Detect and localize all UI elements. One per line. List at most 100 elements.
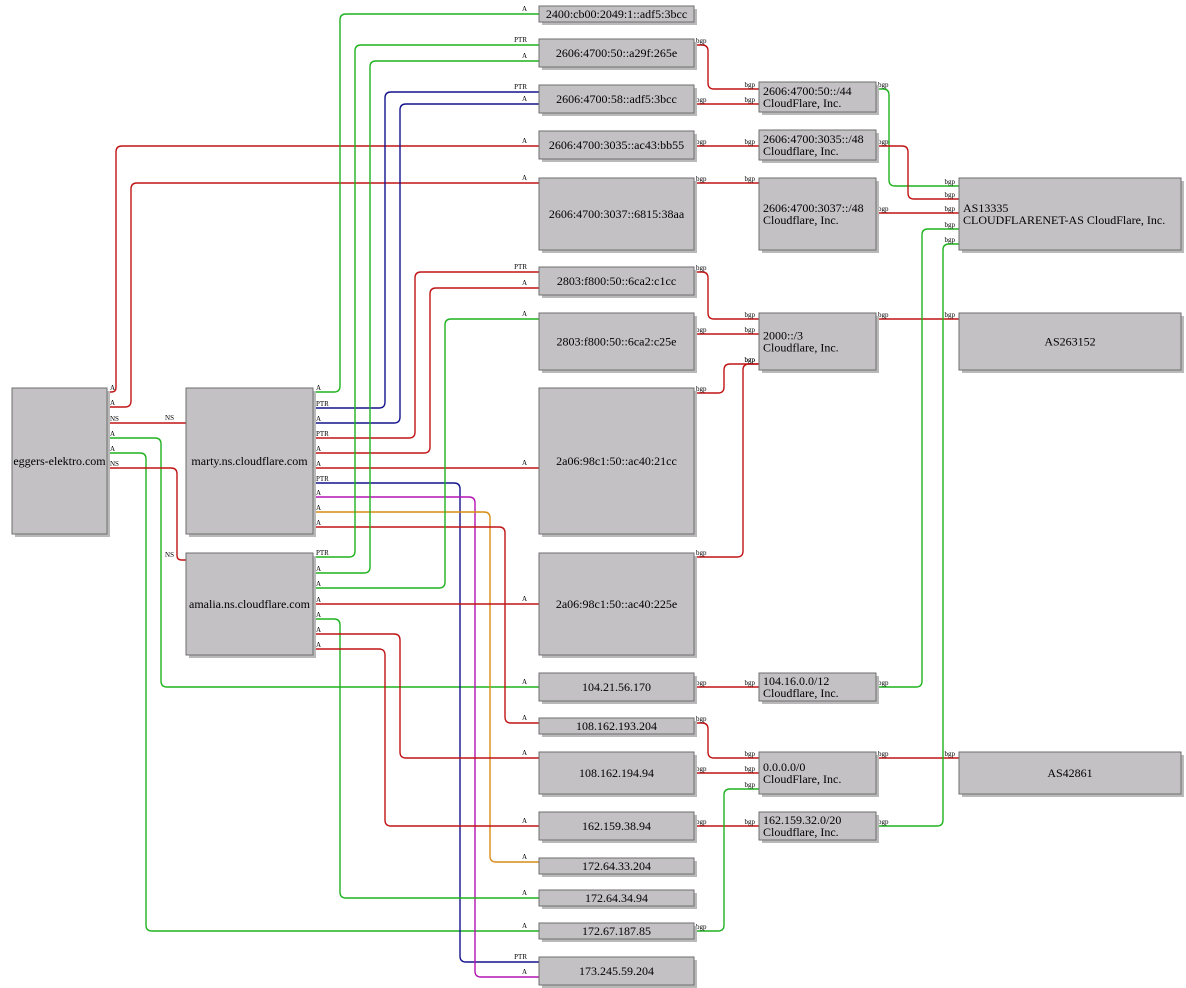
edge-marty-to-2606-58-ptr: [313, 91, 539, 409]
node-ip_2803_c25e: 2803:f800:50::6ca2:c25e: [538, 312, 697, 373]
node-box: [538, 5, 695, 23]
node-box: [538, 672, 695, 702]
edge-amalia-to-2606-a29f-ptr: [313, 44, 539, 558]
node-ip_2606_a29f: 2606:4700:50::a29f:265e: [538, 38, 697, 70]
node-ip_104_21: 104.21.56.170: [538, 672, 697, 704]
node-box: [958, 312, 1182, 371]
node-box: [958, 177, 1182, 251]
node-label: 108.162.194.94: [579, 766, 654, 780]
edge-label-104-21-to-pfx-start: bgp: [696, 679, 707, 687]
node-box: [11, 387, 108, 535]
node-label: Cloudflare, Inc.: [763, 144, 839, 158]
edge-label-amalia-to-2606-a29f-a-start: A: [316, 565, 321, 573]
node-label: AS263152: [1044, 335, 1095, 349]
edge-label-eggers-to-104-21-end: A: [522, 678, 527, 686]
node-box: [958, 751, 1182, 795]
edge-label-2803-c25e-to-pfx-start: bgp: [696, 326, 707, 334]
edge-label-2606-a29f-to-pfx-end: bgp: [745, 81, 756, 89]
edge-label-marty-to-2400-start: A: [316, 384, 321, 392]
node-ip_172_64_34: 172.64.34.94: [538, 889, 697, 909]
node-ip_2a06_225e: 2a06:98c1:50::ac40:225e: [538, 552, 697, 658]
edge-label-172-67-to-pfx-start: bgp: [696, 923, 707, 931]
node-label: CloudFlare, Inc.: [763, 772, 841, 786]
edge-label-marty-to-172-64-33-start: A: [316, 504, 321, 512]
edge-label-marty-to-108-193-end: A: [522, 714, 527, 722]
edge-amalia-to-108-194: [313, 633, 539, 759]
node-ip_108_193: 108.162.193.204: [538, 717, 697, 737]
edge-label-amalia-to-172-64-34-end: A: [522, 889, 527, 897]
node-as42861: AS42861: [958, 751, 1184, 797]
edge-marty-to-172-64-33: [313, 511, 539, 863]
edge-marty-to-173-a: [313, 496, 539, 978]
edge-label-amalia-to-108-194-end: A: [522, 749, 527, 757]
edge-label-eggers-to-2606-3037-start: A: [110, 399, 115, 407]
edge-label-eggers-to-104-21-start: A: [110, 430, 115, 438]
node-box: [758, 312, 877, 371]
edge-2606-a29f-to-pfx: [694, 44, 759, 90]
node-box: [538, 857, 695, 875]
node-box: [538, 811, 695, 841]
edge-label-eggers-to-marty-start: NS: [110, 415, 119, 423]
edge-2803-c1cc-to-pfx: [694, 271, 759, 320]
edge-marty-to-2803-c1cc-ptr: [313, 271, 539, 439]
node-box: [185, 552, 314, 656]
node-label: eggers-elektro.com: [13, 454, 106, 468]
edge-label-162-38-to-pfx-start: bgp: [696, 818, 707, 826]
node-layer: eggers-elektro.com marty.ns.cloudflare.co…: [11, 5, 1184, 988]
edge-label-amalia-to-162-38-end: A: [522, 817, 527, 825]
node-ip_162_38: 162.159.38.94: [538, 811, 697, 843]
edge-label-2a06-225e-to-pfx-start: bgp: [696, 549, 707, 557]
edge-label-amalia-to-2606-a29f-ptr-end: PTR: [514, 36, 527, 44]
edge-label-amalia-to-2606-a29f-a-end: A: [522, 52, 527, 60]
node-ip_173: 173.245.59.204: [538, 956, 697, 988]
node-as263152: AS263152: [958, 312, 1184, 373]
node-box: [758, 81, 877, 113]
edge-label-pfx-2000-to-as-start: bgp: [878, 311, 889, 319]
edge-amalia-to-2803-c25e: [313, 318, 539, 589]
edge-amalia-to-2606-a29f-a: [313, 60, 539, 574]
node-box: [538, 922, 695, 940]
node-label: 162.159.32.0/20: [763, 813, 841, 827]
edge-label-pfx-0000-to-as-start: bgp: [878, 750, 889, 758]
edge-label-eggers-to-amalia-end: NS: [165, 551, 174, 559]
node-marty: marty.ns.cloudflare.com: [185, 387, 316, 537]
edge-label-2803-c25e-to-pfx-end: bgp: [745, 326, 756, 334]
node-box: [538, 177, 695, 251]
edge-label-marty-to-173-a-start: A: [316, 489, 321, 497]
edge-label-eggers-to-2606-3035-start: A: [110, 384, 115, 392]
node-label: 2606:4700:3035::ac43:bb55: [549, 138, 684, 152]
node-label: marty.ns.cloudflare.com: [191, 454, 308, 468]
node-label: Cloudflare, Inc.: [763, 213, 839, 227]
edge-label-2a06-21cc-to-pfx-end: bgp: [745, 356, 756, 364]
edge-label-eggers-to-172-67-start: A: [110, 445, 115, 453]
edge-label-2803-c1cc-to-pfx-end: bgp: [745, 311, 756, 319]
edge-label-marty-to-172-64-33-end: A: [522, 853, 527, 861]
node-label: 173.245.59.204: [579, 964, 654, 978]
edge-label-2a06-225e-to-pfx-end: bgp: [745, 356, 756, 364]
edge-label-marty-to-2606-58-a-start: A: [316, 415, 321, 423]
edge-label-eggers-to-2606-3037-end: A: [522, 174, 527, 182]
node-label: 2803:f800:50::6ca2:c1cc: [557, 274, 676, 288]
edge-label-marty-to-2a06-21cc-start: A: [316, 460, 321, 468]
edge-eggers-to-amalia: [107, 467, 186, 561]
node-box: [538, 717, 695, 735]
edge-label-marty-to-2a06-21cc-end: A: [522, 459, 527, 467]
node-label: 2606:4700:3037::6815:38aa: [549, 207, 685, 221]
edge-label-2606-58-to-pfx-start: bgp: [696, 96, 707, 104]
edge-label-marty-to-2606-58-a-end: A: [522, 95, 527, 103]
node-label: Cloudflare, Inc.: [763, 686, 839, 700]
edge-label-2606-3035-to-pfx-end: bgp: [745, 138, 756, 146]
node-ip_2606_3035: 2606:4700:3035::ac43:bb55: [538, 130, 697, 162]
node-box: [758, 811, 877, 841]
node-label: 108.162.193.204: [576, 719, 657, 733]
edge-label-108-194-to-pfx-end: bgp: [745, 765, 756, 773]
edge-label-104-21-to-pfx-end: bgp: [745, 679, 756, 687]
node-box: [538, 130, 695, 160]
node-ip_108_194: 108.162.194.94: [538, 751, 697, 797]
edge-label-marty-to-2803-c1cc-ptr-end: PTR: [514, 263, 527, 271]
node-box: [538, 889, 695, 907]
edge-label-marty-to-2400-end: A: [522, 5, 527, 13]
